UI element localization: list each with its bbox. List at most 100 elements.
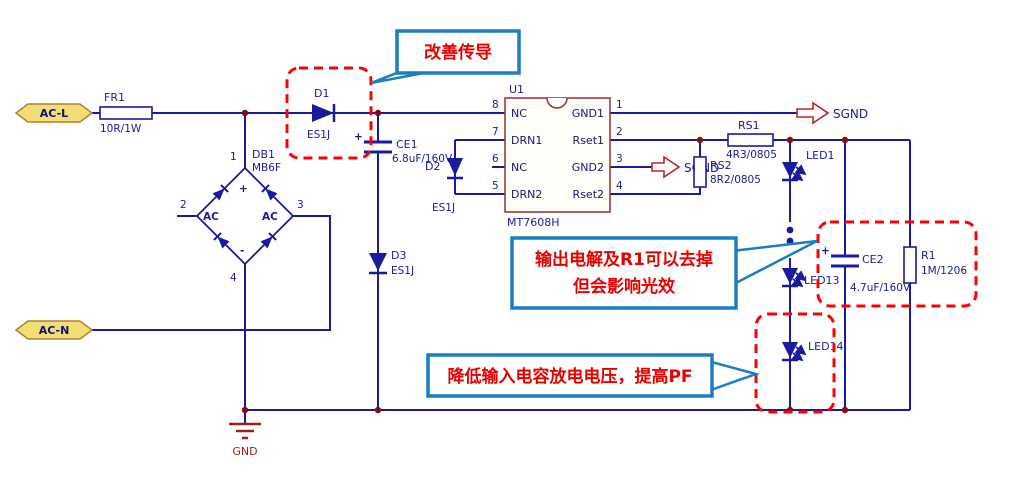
u1-pin8-num: 8 bbox=[492, 99, 499, 111]
u1-pin5-num: 5 bbox=[492, 180, 499, 192]
u1-pin7-name: DRN1 bbox=[511, 134, 542, 147]
ce1-polarity: + bbox=[354, 131, 363, 143]
led-led13: LED13 bbox=[782, 268, 840, 287]
d1-value: ES1J bbox=[307, 129, 330, 141]
rs1-ref: RS1 bbox=[738, 119, 760, 132]
callout-box bbox=[510, 236, 738, 310]
port-ac-n: AC-N bbox=[14, 320, 94, 340]
ce1-ref: CE1 bbox=[396, 138, 418, 151]
resistor-r1: R1 1M/1206 bbox=[903, 246, 967, 284]
r1-value: 1M/1206 bbox=[921, 265, 967, 277]
u1-pin8-name: NC bbox=[511, 107, 527, 120]
highlight-box-led14 bbox=[754, 312, 836, 414]
callout-improve-conduction: 改善传导 bbox=[370, 29, 521, 85]
diode-d2: D2 ES1J bbox=[425, 158, 463, 214]
callout2-line2: 但会影响光效 bbox=[573, 276, 675, 297]
callout1-text: 改善传导 bbox=[424, 42, 492, 63]
led1-ref: LED1 bbox=[806, 149, 835, 162]
junction-dot bbox=[241, 109, 249, 117]
resistor-body bbox=[727, 133, 774, 147]
ic-u1: U1 MT7608H 8 7 6 5 NC DRN1 NC DRN2 1 2 3… bbox=[492, 83, 623, 229]
callout-output-cap: 输出电解及R1可以去掉 但会影响光效 bbox=[510, 236, 818, 310]
u1-part: MT7608H bbox=[507, 216, 559, 229]
diode-d1: D1 ES1J bbox=[307, 87, 336, 141]
led14-ref: LED14 bbox=[808, 340, 844, 353]
junction-dots bbox=[241, 109, 849, 414]
junction-dot bbox=[696, 136, 704, 144]
port-ac-l: AC-L bbox=[14, 103, 94, 123]
gnd-label: GND bbox=[232, 445, 257, 458]
diode-d3: D3 ES1J bbox=[369, 249, 414, 277]
u1-pin3-name: GND2 bbox=[572, 161, 604, 174]
db1-ref: DB1 bbox=[252, 148, 275, 161]
ce2-polarity: + bbox=[821, 245, 830, 257]
u1-pin1-name: GND1 bbox=[572, 107, 604, 120]
highlight-box-d1 bbox=[285, 66, 373, 160]
ce2-value: 4.7uF/160V bbox=[850, 282, 911, 294]
db1-value: MB6F bbox=[252, 162, 281, 174]
resistor-body bbox=[99, 106, 153, 120]
port-ac-l-label: AC-L bbox=[40, 107, 68, 120]
u1-ref: U1 bbox=[509, 83, 524, 96]
resistor-fr1: FR1 10R/1W bbox=[99, 91, 153, 135]
continuation-dot bbox=[786, 226, 794, 234]
u1-pin2-name: Rset1 bbox=[573, 134, 604, 147]
d2-ref: D2 bbox=[425, 160, 440, 173]
capacitor-ce2: + CE2 4.7uF/160V bbox=[821, 245, 911, 294]
rs1-value: 4R3/0805 bbox=[726, 149, 777, 161]
db1-minus-mark: - bbox=[240, 245, 244, 257]
resistor-rs1: RS1 4R3/0805 bbox=[726, 119, 777, 161]
power-port-arrow-icon bbox=[651, 155, 681, 179]
d3-ref: D3 bbox=[391, 249, 406, 262]
junction-dot bbox=[241, 406, 249, 414]
continuation-dot bbox=[786, 237, 794, 245]
db1-pin2: 2 bbox=[180, 199, 187, 211]
junction-dot bbox=[841, 406, 849, 414]
led-icon bbox=[782, 162, 805, 180]
db1-ac-left-mark: AC bbox=[203, 211, 219, 223]
led-icon bbox=[782, 342, 805, 360]
u1-pin6-name: NC bbox=[511, 161, 527, 174]
fr1-value: 10R/1W bbox=[100, 123, 142, 135]
callout-pf-improve: 降低输入电容放电电压，提高PF bbox=[426, 353, 761, 398]
u1-pin2-num: 2 bbox=[616, 126, 623, 138]
net-sgnd: SGND bbox=[796, 101, 868, 125]
callout-pointer bbox=[706, 359, 761, 393]
junction-dot bbox=[374, 109, 382, 117]
led13-ref: LED13 bbox=[804, 274, 840, 287]
u1-pin1-num: 1 bbox=[616, 99, 623, 111]
port-ac-n-label: AC-N bbox=[39, 324, 70, 337]
highlight-box-ce2-r1 bbox=[816, 220, 978, 308]
rs2-ref: RS2 bbox=[710, 159, 732, 172]
d3-value: ES1J bbox=[391, 265, 414, 277]
fr1-ref: FR1 bbox=[104, 91, 125, 104]
rs2-value: 8R2/0805 bbox=[710, 174, 761, 186]
port-tag-shape bbox=[14, 320, 94, 340]
u1-pin3-num: 3 bbox=[616, 153, 623, 165]
diode-symbol bbox=[369, 253, 387, 271]
diode-symbol bbox=[447, 158, 463, 176]
resistor-rs2: RS2 8R2/0805 bbox=[693, 156, 761, 188]
d1-ref: D1 bbox=[314, 87, 329, 100]
d2-value: ES1J bbox=[432, 202, 455, 214]
resistor-body bbox=[903, 246, 917, 284]
u1-pin7-num: 7 bbox=[492, 126, 499, 138]
ce2-ref: CE2 bbox=[862, 253, 884, 266]
u1-pin4-num: 4 bbox=[616, 180, 623, 192]
db1-ac-right-mark: AC bbox=[262, 211, 278, 223]
resistor-body bbox=[693, 156, 707, 188]
u1-pin5-name: DRN2 bbox=[511, 188, 542, 201]
u1-pin4-name: Rset2 bbox=[573, 188, 604, 201]
power-port-arrow-icon bbox=[796, 101, 830, 125]
junction-dot bbox=[786, 136, 794, 144]
db1-pin1: 1 bbox=[230, 151, 237, 163]
diode-symbol bbox=[312, 104, 334, 122]
db1-pin4: 4 bbox=[230, 272, 237, 284]
junction-dot bbox=[374, 406, 382, 414]
led-icon bbox=[782, 268, 805, 286]
ce1-value: 6.8uF/160V bbox=[392, 153, 453, 165]
ic-notch bbox=[546, 97, 568, 109]
db1-plus-mark: + bbox=[239, 183, 248, 195]
